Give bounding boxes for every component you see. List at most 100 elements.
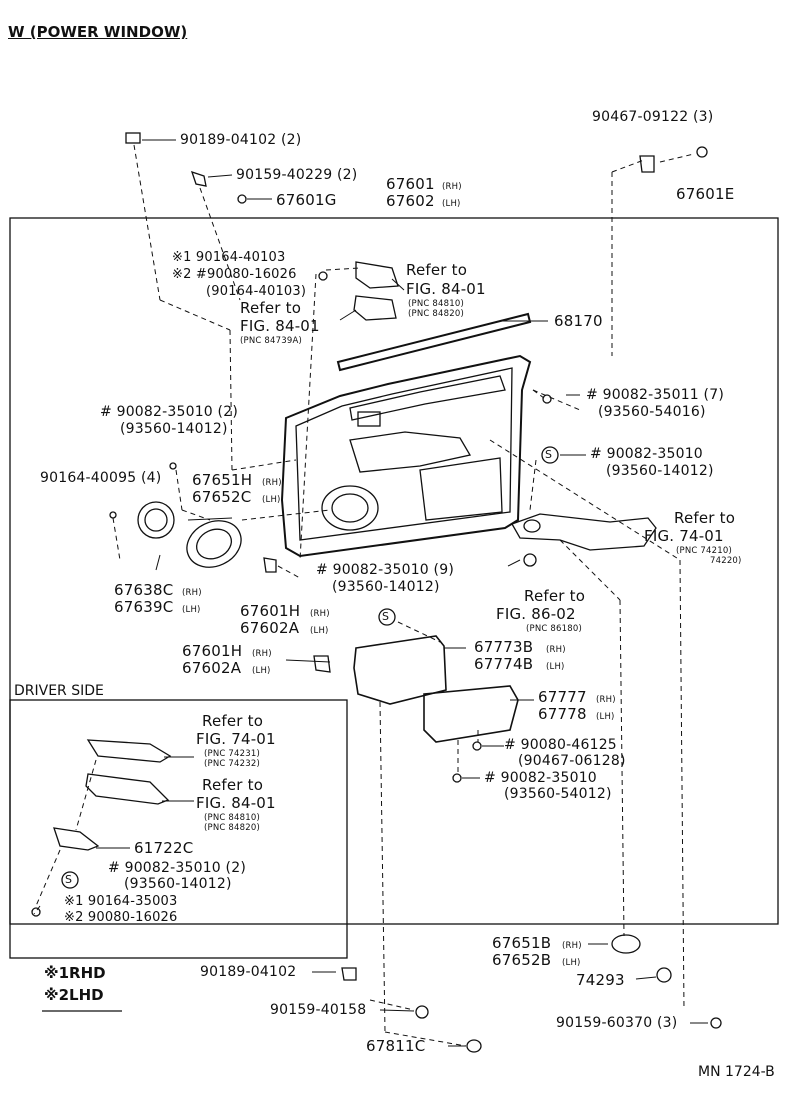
part-label: 67601G (276, 191, 337, 209)
legend-lhd: ※2LHD (44, 986, 104, 1004)
s-mark-label-3: S (65, 873, 73, 886)
armrest-base-67773B (353, 635, 447, 705)
part-label: 67601H (240, 602, 301, 620)
refer-text: Refer to (240, 299, 302, 317)
refer-text: Refer to (202, 776, 264, 794)
part-label: 67651B (492, 934, 552, 952)
refer-text: Refer to (202, 712, 264, 730)
leader-lines (96, 139, 708, 1047)
assembly-lines (33, 144, 695, 1047)
door-trim-board (280, 354, 532, 558)
part-suffix: (LH) (546, 662, 565, 672)
s-mark-1 (541, 446, 559, 464)
part-label: # 90082-35010 (590, 446, 703, 462)
part-suffix: (RH) (596, 695, 616, 705)
part-label: (90467-06128) (518, 753, 626, 769)
refer-pnc: (PNC 74210) (676, 546, 732, 556)
part-label: 90164-40095 (4) (40, 470, 162, 486)
part-label: (93560-14012) (332, 579, 440, 595)
part-label: 90467-09122 (3) (592, 109, 714, 125)
part-label: # 90082-35010 (2) (100, 404, 238, 420)
part-label: (93560-14012) (606, 463, 714, 479)
refer-fig: FIG. 84-01 (406, 280, 486, 298)
part-label: (93560-54016) (598, 404, 706, 420)
part-suffix: (RH) (252, 649, 272, 659)
part-label: # 90082-35010 (2) (108, 860, 246, 876)
part-suffix: (LH) (442, 199, 461, 209)
part-suffix: (LH) (252, 666, 271, 676)
armrest-pocket (419, 457, 503, 521)
part-suffix: (LH) (182, 605, 201, 615)
refer-text: Refer to (524, 587, 586, 605)
part-label: 67639C (114, 598, 174, 616)
part-suffix: (RH) (546, 645, 566, 655)
speaker-grille-inner (195, 528, 233, 560)
speaker-inner (144, 508, 168, 532)
part-label: 90189-04102 (200, 964, 297, 980)
refer-fig: FIG. 86-02 (496, 605, 576, 623)
part-label: (93560-14012) (120, 421, 228, 437)
speaker-grille (186, 520, 242, 568)
part-label: 67777 (538, 688, 587, 706)
part-label: (93560-14012) (124, 876, 232, 892)
part-label: 67651H (192, 471, 253, 489)
part-label: 67602A (240, 619, 300, 637)
part-label: 68170 (554, 312, 603, 330)
part-label: ※1 90164-40103 (172, 250, 286, 265)
part-suffix: (RH) (442, 182, 462, 192)
armrest-knob (523, 519, 541, 533)
part-label: (93560-54012) (504, 786, 612, 802)
page-title: W (POWER WINDOW) (8, 23, 188, 41)
main-frame (9, 217, 779, 925)
part-suffix: (RH) (562, 941, 582, 951)
part-suffix: (LH) (310, 626, 329, 636)
part-label: ※2 #90080-16026 (172, 267, 297, 282)
legend-rhd: ※1RHD (44, 964, 106, 982)
s-mark-3 (61, 871, 79, 889)
part-label: 67638C (114, 581, 174, 599)
part-label: 67774B (474, 655, 534, 673)
part-label: 90189-04102 (2) (180, 132, 302, 148)
part-suffix: (RH) (182, 588, 202, 598)
part-label: ※1 90164-35003 (64, 894, 178, 909)
part-label: 67602A (182, 659, 242, 677)
refer-fig: FIG. 74-01 (196, 730, 276, 748)
refer-pnc: (PNC 84820) (408, 309, 464, 319)
part-suffix: (RH) (262, 478, 282, 488)
refer-pnc: (PNC 84810) (408, 299, 464, 309)
part-suffix: (LH) (262, 495, 281, 505)
refer-text: Refer to (406, 261, 468, 279)
s-mark-2 (378, 608, 396, 626)
part-label: 67652B (492, 951, 552, 969)
refer-fig: FIG. 84-01 (240, 317, 320, 335)
part-label: 67773B (474, 638, 534, 656)
refer-pnc: (PNC 74231) (204, 749, 260, 759)
part-label: 90159-40229 (2) (236, 167, 358, 183)
bezel-upper (355, 261, 399, 289)
s-mark-label-2: S (382, 610, 390, 623)
driver-side-frame (9, 699, 348, 959)
speaker-opening-inner (331, 493, 369, 523)
part-label: # 90082-35010 (484, 770, 597, 786)
refer-pnc: (PNC 86180) (526, 624, 582, 634)
part-label: # 90082-35011 (7) (586, 387, 724, 403)
upper-molding (349, 375, 506, 421)
part-label: 67652C (192, 488, 252, 506)
part-label: 90159-40158 (270, 1002, 367, 1018)
part-suffix: (LH) (562, 958, 581, 968)
switch-assy-84810 (85, 773, 170, 805)
inner-switch-window (357, 411, 381, 427)
part-label: # 90082-35010 (9) (316, 562, 454, 578)
refer-pnc: 74220) (710, 556, 742, 566)
part-label: 67602 (386, 192, 435, 210)
part-label: 67778 (538, 705, 587, 723)
part-label: 90159-60370 (3) (556, 1015, 678, 1031)
pocket-67777 (423, 685, 519, 743)
bezel-lower (353, 295, 397, 321)
part-label: 67601E (676, 185, 735, 203)
refer-fig: FIG. 84-01 (196, 794, 276, 812)
driver-side-heading: DRIVER SIDE (14, 683, 104, 699)
handle-pocket (349, 431, 472, 473)
